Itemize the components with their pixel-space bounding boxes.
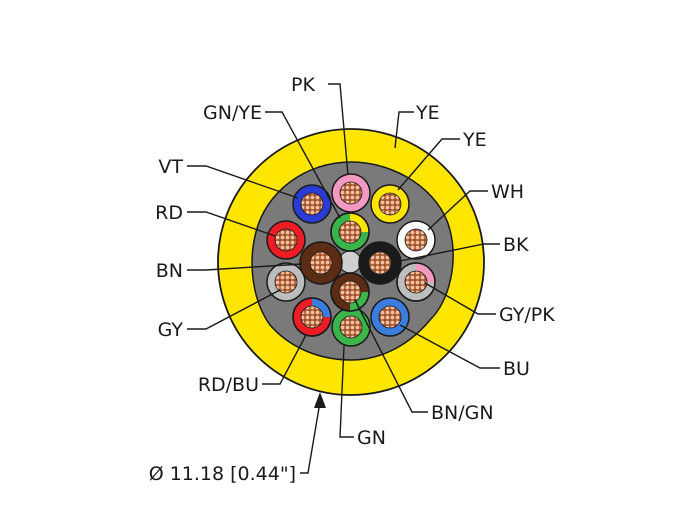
label-bu: BU [503,358,530,380]
label-gy: GY [158,319,184,341]
conductor-bk [358,241,402,285]
conductor-rd [266,220,306,260]
conductor-gn [331,307,371,347]
label-vt: VT [158,156,183,178]
diameter-arrow-icon [314,392,326,408]
label-gn: GN [357,427,386,449]
label-ye-top: YE [415,102,440,124]
conductor-vt [292,184,332,224]
label-rd: RD [155,202,183,224]
label-gn-ye: GN/YE [203,102,262,124]
conductor-bn [299,241,343,285]
conductor-gy [266,262,306,302]
label-bk: BK [503,234,529,256]
conductor-rd-bu [292,297,332,337]
leader-lines [187,83,500,474]
label-diameter: Ø 11.18 [0.44"] [149,463,296,485]
label-wh: WH [491,181,524,203]
conductor-ye-top [370,184,410,224]
conductor-bn-gn [330,272,370,312]
conductor-wh [396,220,436,260]
label-bn-gn: BN/GN [431,402,494,424]
conductor-bu [370,297,410,337]
label-ye-right: YE [462,129,487,151]
conductor-gy-pk [396,262,436,302]
label-bn: BN [156,260,183,282]
label-rd-bu: RD/BU [198,374,259,396]
conductor-pk [331,173,371,213]
label-pk: PK [291,74,315,96]
conductor-gn-ye [330,212,370,252]
label-gy-pk: GY/PK [499,304,555,326]
